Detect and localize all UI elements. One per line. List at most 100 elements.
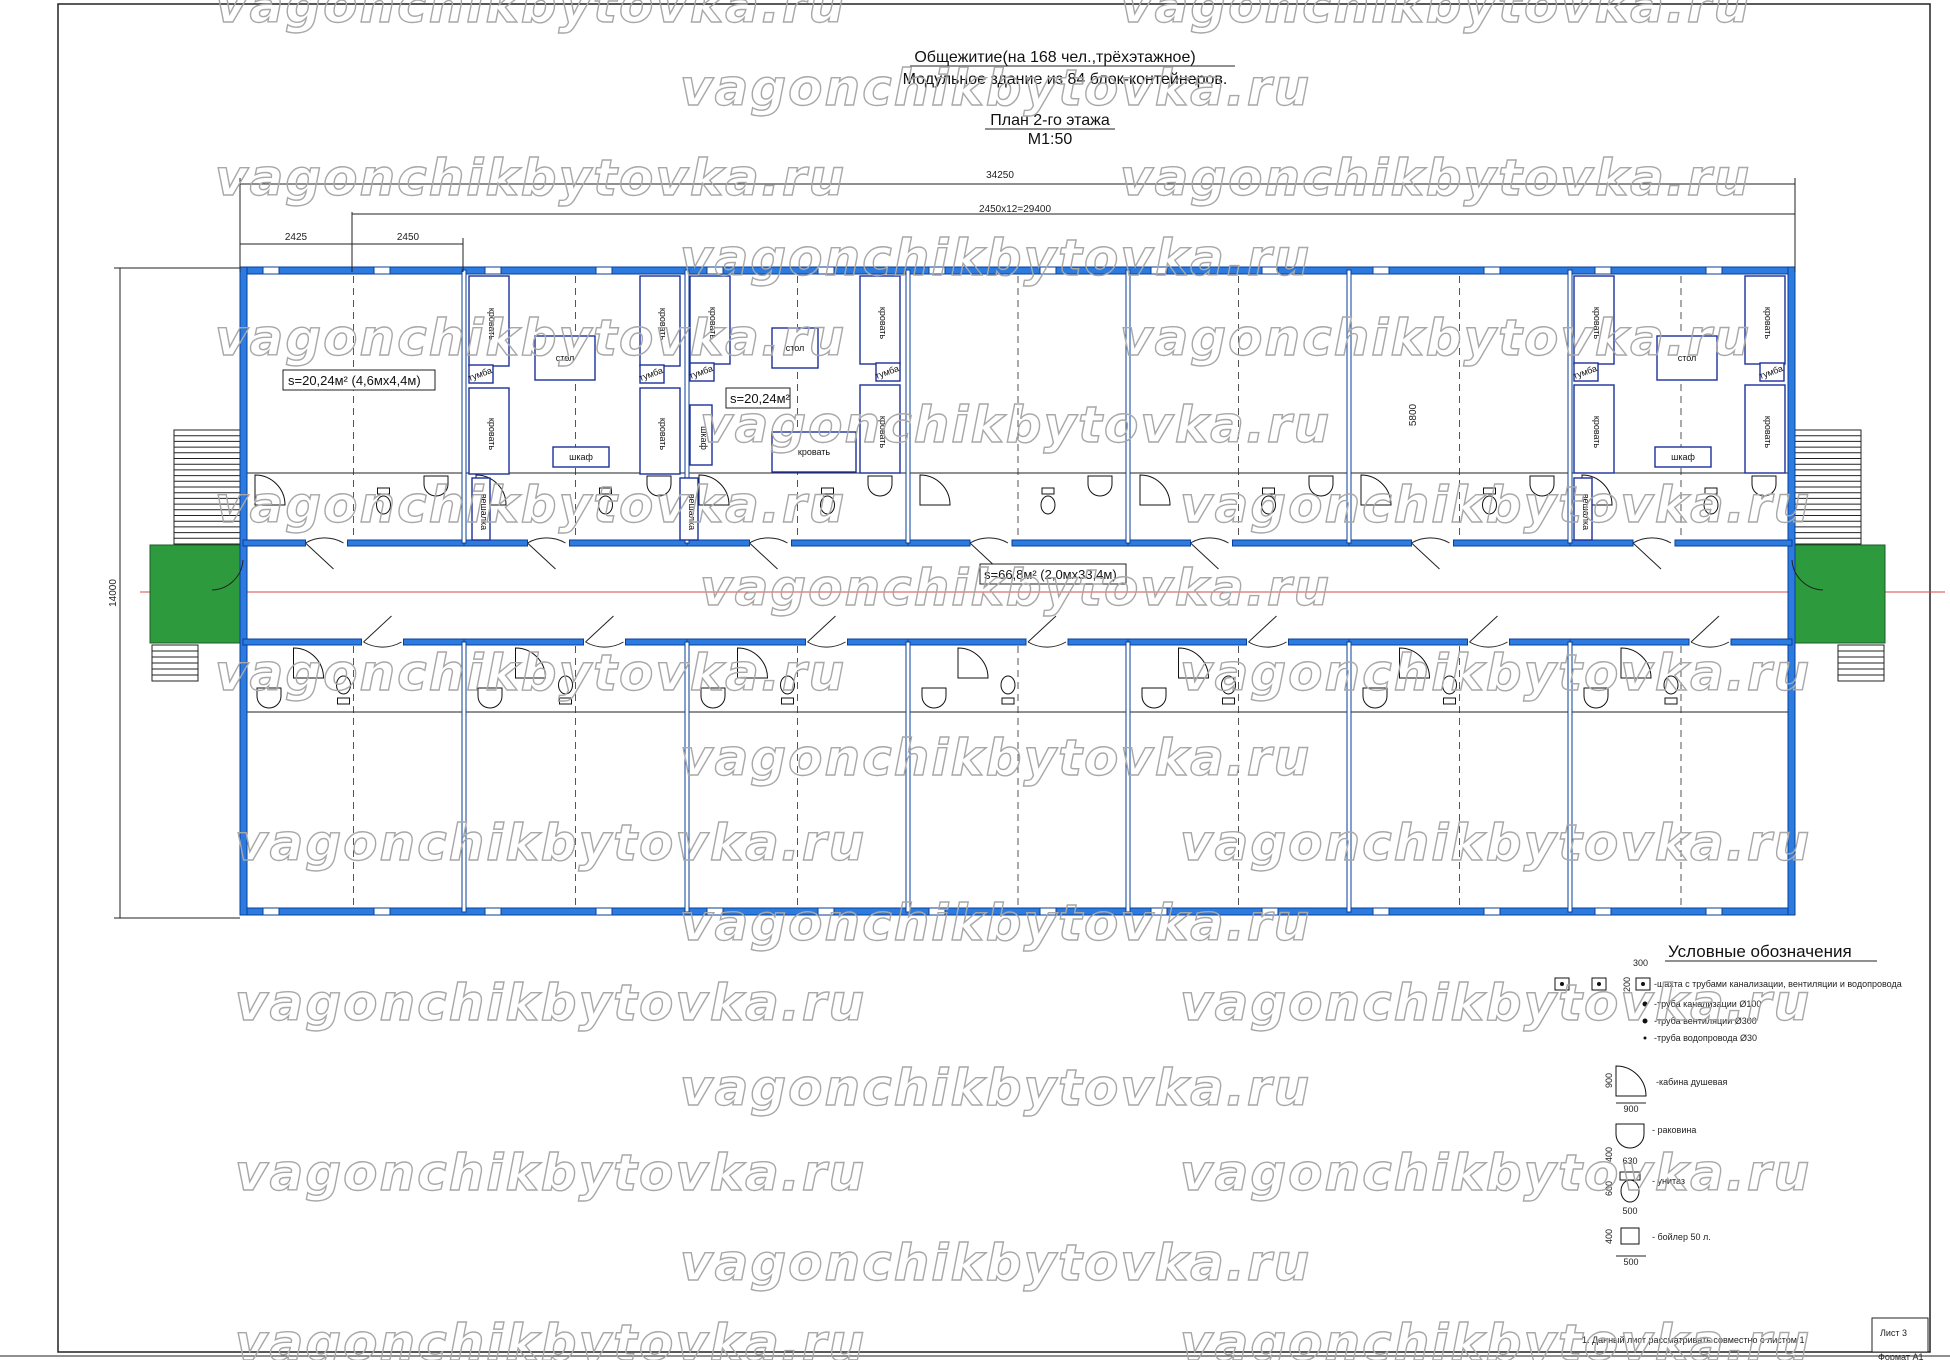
legend-boiler-dim-w: 500 bbox=[1623, 1257, 1638, 1267]
legend-sink: - раковина bbox=[1652, 1125, 1696, 1135]
footer-sheet: Лист 3 bbox=[1880, 1328, 1907, 1338]
watermark-text: vagonchikbytovka.ru bbox=[215, 644, 846, 702]
sink-icon bbox=[1583, 687, 1609, 709]
door-swing bbox=[1411, 537, 1450, 570]
door-swing bbox=[527, 537, 566, 570]
legend-sink-dim-h: 400 bbox=[1604, 1147, 1614, 1162]
bed bbox=[468, 275, 510, 367]
sink-icon bbox=[867, 475, 893, 497]
watermark-text: vagonchikbytovka.ru bbox=[680, 59, 1311, 117]
bed bbox=[1573, 384, 1615, 474]
footer: 1. Данный лист рассматривать совместно с… bbox=[1582, 1317, 1929, 1360]
footer-format: Формат А1 bbox=[1878, 1352, 1923, 1360]
outer-wall-left bbox=[239, 266, 248, 916]
shower-icon bbox=[1139, 474, 1171, 506]
hanger-label: вешалка bbox=[687, 494, 697, 530]
legend-shaft-dim-w: 300 bbox=[1633, 958, 1648, 968]
corridor-wall bbox=[1674, 539, 1793, 547]
door-swing bbox=[1190, 537, 1229, 570]
bed bbox=[1573, 275, 1615, 365]
corridor-wall bbox=[791, 539, 909, 547]
sink-icon bbox=[423, 475, 449, 497]
shower-icon bbox=[957, 647, 989, 679]
window bbox=[706, 907, 724, 916]
corridor-wall bbox=[907, 638, 1027, 646]
partition-wall bbox=[1125, 269, 1131, 544]
wardrobe-label: шкаф bbox=[699, 426, 709, 450]
toilet-tank-icon bbox=[1262, 487, 1275, 495]
dim-height: 14000 bbox=[108, 579, 119, 607]
corridor-wall bbox=[1127, 539, 1191, 547]
corridor-wall bbox=[463, 539, 528, 547]
partition-wall bbox=[905, 269, 911, 544]
nightstand bbox=[1573, 362, 1599, 382]
partition-wall bbox=[1567, 269, 1573, 544]
watermark-text: vagonchikbytovka.ru bbox=[1180, 814, 1811, 872]
shower-icon bbox=[698, 474, 730, 506]
title-line2: Модульное здание из 84 блок-контейнеров. bbox=[903, 71, 1228, 88]
bed-label: кровать bbox=[1592, 416, 1602, 449]
door-swing bbox=[1690, 615, 1730, 648]
watermark-text: vagonchikbytovka.ru bbox=[1180, 1144, 1811, 1202]
watermark-text: vagonchikbytovka.ru bbox=[235, 1314, 866, 1360]
toilet-tank-icon bbox=[599, 487, 612, 495]
legend-pipe-sewer: -труба канализации Ø100 bbox=[1654, 999, 1761, 1009]
bed-label: кровать bbox=[1763, 416, 1773, 449]
window bbox=[1372, 907, 1390, 916]
toilet-icon bbox=[1221, 675, 1236, 695]
window bbox=[595, 266, 613, 275]
window bbox=[1483, 907, 1501, 916]
window bbox=[484, 907, 502, 916]
toilet-icon bbox=[1000, 675, 1016, 695]
door-swing bbox=[1248, 615, 1287, 648]
title-line1: Общежитие(на 168 чел.,трёхэтажное) bbox=[914, 49, 1195, 66]
toilet-icon bbox=[1040, 495, 1056, 515]
watermark-text: vagonchikbytovka.ru bbox=[680, 229, 1311, 287]
partition-wall bbox=[461, 269, 467, 544]
legend-pipe-vent: -труба вентиляции Ø300 bbox=[1654, 1016, 1757, 1026]
legend-pipe-water: -труба водопровода Ø30 bbox=[1654, 1033, 1757, 1043]
door-swing bbox=[585, 615, 624, 648]
sink-icon bbox=[1751, 475, 1777, 497]
partition-wall bbox=[1346, 641, 1352, 913]
toilet-icon bbox=[1663, 675, 1679, 695]
bed-label: кровать bbox=[878, 307, 888, 340]
partition-wall bbox=[905, 641, 911, 913]
toilet-tank-icon bbox=[1443, 697, 1456, 705]
door-swing bbox=[1632, 537, 1672, 570]
toilet-icon bbox=[336, 675, 351, 695]
title-block: Общежитие(на 168 чел.,трёхэтажное) Модул… bbox=[903, 49, 1235, 148]
watermark-text: vagonchikbytovka.ru bbox=[1180, 974, 1811, 1032]
toilet-icon bbox=[1442, 675, 1457, 695]
bed bbox=[859, 384, 901, 474]
window bbox=[262, 907, 280, 916]
dim-left-b: 2450 bbox=[397, 232, 420, 243]
window bbox=[1594, 266, 1612, 275]
outer-wall-right bbox=[1787, 266, 1796, 916]
toilet-tank-icon bbox=[1483, 487, 1496, 495]
window bbox=[1372, 266, 1390, 275]
shaft-icon bbox=[1554, 977, 1651, 991]
sink-icon bbox=[1087, 475, 1113, 497]
watermark-text: vagonchikbytovka.ru bbox=[215, 476, 846, 534]
toilet-icon bbox=[376, 495, 391, 515]
table-label: стол bbox=[786, 343, 805, 353]
window bbox=[706, 266, 724, 275]
bed-label: кровать bbox=[658, 418, 668, 451]
hanger bbox=[471, 477, 491, 541]
table-label: стол bbox=[556, 353, 575, 363]
partition-wall bbox=[684, 269, 690, 544]
toilet-tank-icon bbox=[821, 487, 834, 495]
toilet-icon bbox=[1619, 1171, 1641, 1203]
bed-label: кровать bbox=[708, 307, 718, 340]
door-swing bbox=[211, 559, 244, 591]
partition-wall bbox=[1346, 269, 1352, 544]
legend-shower-dim-w: 900 bbox=[1623, 1104, 1638, 1114]
door-swing bbox=[1791, 559, 1824, 591]
legend-toilet: - унитаз bbox=[1652, 1176, 1685, 1186]
nightstand bbox=[639, 364, 665, 384]
toilet-tank-icon bbox=[1664, 697, 1678, 705]
area-labels: s=20,24м² (4,6мх4,4м) s=20,24м² s=66,8м²… bbox=[282, 369, 1127, 585]
